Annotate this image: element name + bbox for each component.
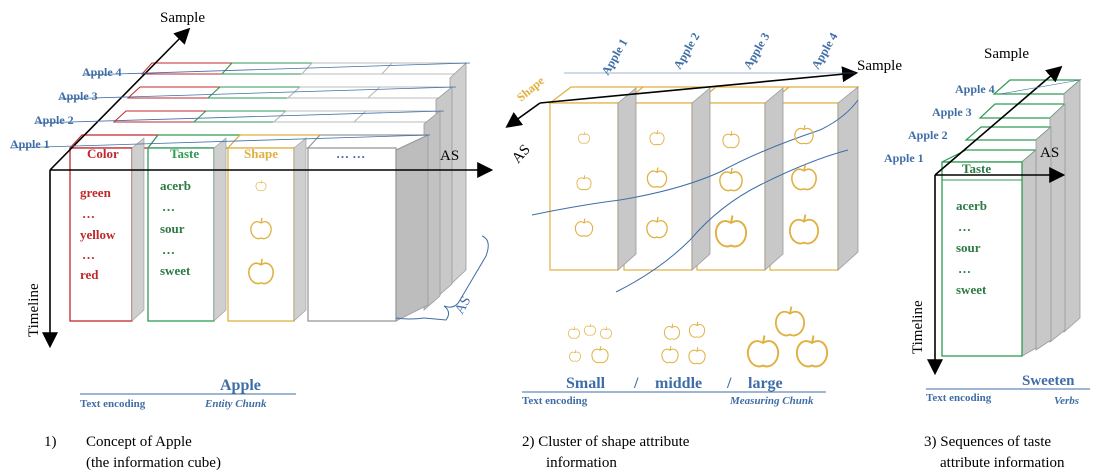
p3-axis-timeline-label: Timeline [910, 300, 926, 354]
apple1-label: Apple 1 [10, 137, 50, 151]
axis-timeline-label: Timeline [26, 283, 42, 337]
taste-value: acerb [160, 178, 191, 193]
p2-axis-sample-label: Sample [857, 58, 902, 74]
color-value: … [82, 247, 95, 262]
color-value: yellow [80, 227, 116, 242]
caption-line2: (the information cube) [86, 455, 221, 471]
taste-value: … [162, 199, 175, 214]
p3-axis-as-label: AS [1040, 145, 1059, 161]
panel-taste-sequence [927, 65, 1082, 376]
caption-entity-chunk: Entity Chunk [204, 398, 267, 410]
p2-shape-label: Shape [514, 73, 548, 104]
column-more [307, 147, 397, 322]
p3-axis-sample-label: Sample [984, 46, 1029, 62]
p3-taste-value: sweet [956, 282, 987, 297]
p2-caption-line2: information [546, 455, 617, 471]
p3-caption-verbs: Verbs [1054, 395, 1079, 407]
apple4-label: Apple 4 [82, 65, 122, 79]
axis-sample-label: Sample [160, 10, 205, 26]
p3-apple1-label: Apple 1 [884, 151, 924, 165]
cube-back-rows [112, 62, 468, 123]
caption-word-apple: Apple [220, 377, 261, 394]
color-value: red [80, 267, 99, 282]
p2-caption-line1: 2) Cluster of shape attribute [522, 434, 690, 450]
caption-text-encoding: Text encoding [80, 398, 146, 410]
p3-caption-line1: 3) Sequences of taste [924, 434, 1051, 450]
taste-value: sour [160, 221, 185, 236]
caption-word-sweeten: Sweeten [1022, 373, 1075, 389]
attr-shape-label: Shape [244, 146, 278, 161]
cube-right-slabs [395, 62, 467, 322]
column-shape [227, 147, 295, 322]
apple2-label: Apple 2 [34, 113, 74, 127]
p3-apple4-label: Apple 4 [955, 82, 995, 96]
panel-entity-cube [9, 27, 494, 349]
p3-taste-value: … [958, 219, 971, 234]
caption-number: 1) [44, 434, 57, 450]
caption-line1: Concept of Apple [86, 434, 192, 450]
column-color [69, 147, 133, 322]
caption-sep: / [726, 375, 732, 392]
column-taste-seq [941, 161, 1023, 357]
p3-caption-line2: attribute information [940, 455, 1065, 471]
taste-value: … [162, 242, 175, 257]
p2-apple3-label: Apple 3 [740, 30, 772, 71]
color-value: … [82, 206, 95, 221]
p2-axis-as-label: AS [509, 142, 534, 167]
p3-taste-label: Taste [962, 161, 991, 176]
p2-caption-measuring-chunk: Measuring Chunk [729, 395, 814, 407]
axis-as-label: AS [440, 148, 459, 164]
color-value: green [80, 185, 112, 200]
panel-shape-cluster [505, 66, 860, 368]
caption-sep: / [633, 375, 639, 392]
p3-taste-value: … [958, 261, 971, 276]
p2-apple2-label: Apple 2 [670, 30, 702, 71]
attr-more-label: … … [336, 146, 365, 161]
caption-large: large [748, 375, 783, 392]
apple3-label: Apple 3 [58, 89, 98, 103]
brace-as-label: AS [452, 294, 474, 317]
p3-apple2-label: Apple 2 [908, 128, 948, 142]
attr-taste-label: Taste [170, 146, 199, 161]
caption-small: Small [566, 375, 606, 392]
p2-apple4-label: Apple 4 [808, 30, 840, 71]
column-taste [147, 147, 215, 322]
taste-value: sweet [160, 263, 191, 278]
p2-caption-text-encoding: Text encoding [522, 395, 588, 407]
attr-color-label: Color [87, 146, 119, 161]
p3-taste-value: acerb [956, 198, 987, 213]
caption-middle: middle [655, 375, 702, 392]
p3-taste-value: sour [956, 240, 981, 255]
p3-apple3-label: Apple 3 [932, 105, 972, 119]
p2-apple1-label: Apple 1 [598, 36, 630, 77]
p3-caption-text-encoding: Text encoding [926, 392, 992, 404]
